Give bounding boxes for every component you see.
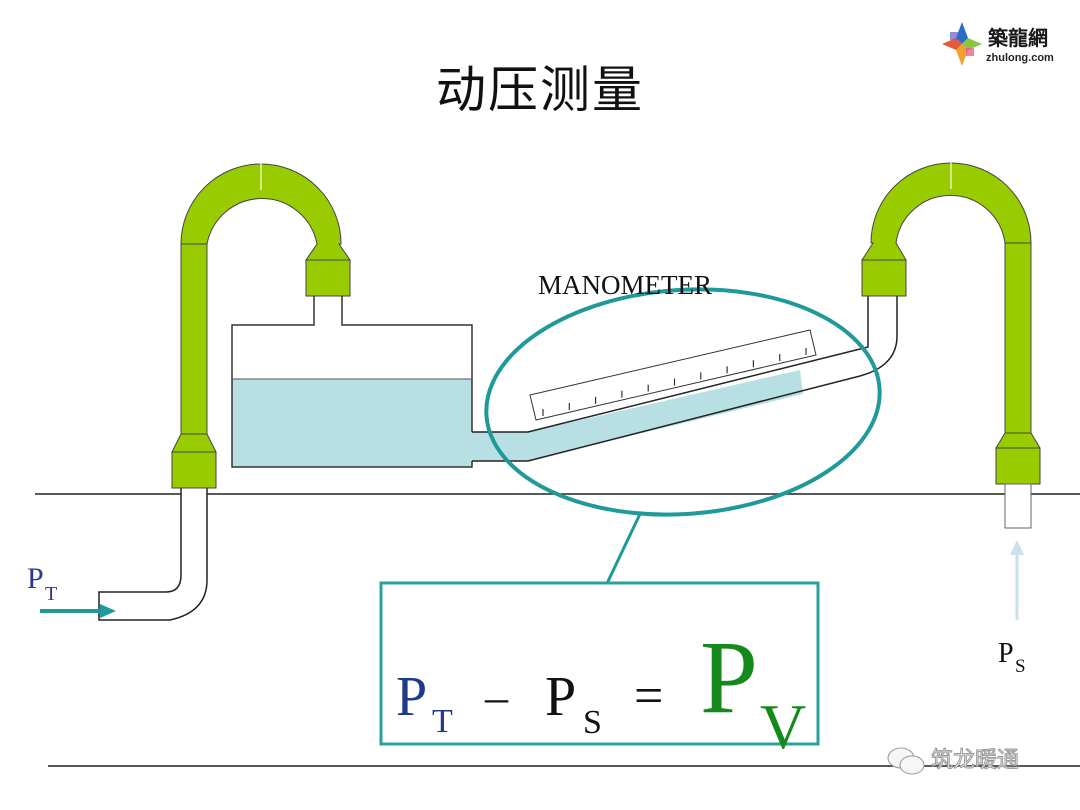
logo-mark-icon xyxy=(942,22,982,66)
zhulong-logo: 築龍網 zhulong.com xyxy=(940,18,1070,74)
equation-term1-sub: T xyxy=(432,703,453,740)
svg-text:S: S xyxy=(1015,656,1026,677)
equation-equals: = xyxy=(634,668,663,725)
left-green-tube xyxy=(171,163,351,489)
slide-title: 动压测量 xyxy=(436,61,644,119)
equation: P T – P S = P V xyxy=(396,620,806,762)
wechat-watermark: 筑龙暖通 xyxy=(885,742,1020,776)
total-pressure-probe xyxy=(98,488,208,621)
svg-text:P: P xyxy=(998,638,1014,669)
static-pressure-label: P S xyxy=(998,638,1026,677)
equation-term1-main: P xyxy=(396,666,427,728)
total-pressure-arrow xyxy=(40,604,116,618)
manometer-label: MANOMETER xyxy=(538,270,712,300)
logo-text-cn: 築龍網 xyxy=(988,26,1048,50)
logo-text-en: zhulong.com xyxy=(986,52,1054,64)
static-pressure-arrow xyxy=(1010,540,1024,620)
wechat-icon xyxy=(887,747,925,775)
right-green-tube xyxy=(861,162,1041,529)
svg-text:P: P xyxy=(27,562,44,595)
equation-term2-sub: S xyxy=(583,704,602,741)
equation-term2-main: P xyxy=(545,666,576,728)
equation-result-sub: V xyxy=(760,691,806,762)
equation-box xyxy=(379,581,820,746)
svg-text:T: T xyxy=(45,583,57,605)
inclined-tube xyxy=(472,296,898,462)
manometer-highlight-ellipse xyxy=(484,287,882,517)
equation-result-main: P xyxy=(700,620,758,735)
watermark-text: 筑龙暖通 xyxy=(930,748,1020,774)
equation-minus: – xyxy=(484,671,509,722)
reservoir xyxy=(231,296,473,468)
manometer-scale xyxy=(529,329,817,421)
total-pressure-label: P T xyxy=(27,562,57,605)
